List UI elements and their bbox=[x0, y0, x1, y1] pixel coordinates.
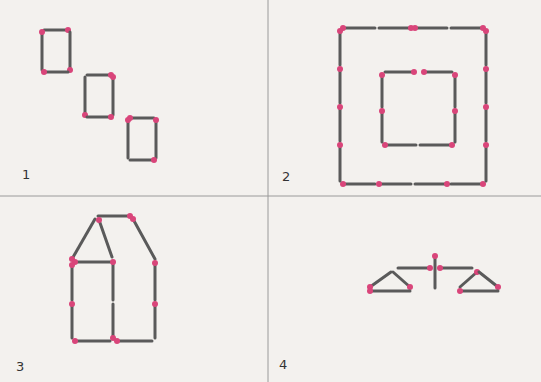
panel-number: 4 bbox=[279, 358, 287, 371]
matchstick-scales bbox=[367, 253, 501, 294]
matchstick-squares bbox=[337, 25, 489, 187]
panel-number: 3 bbox=[16, 360, 24, 373]
panel-number: 1 bbox=[22, 168, 30, 181]
matchstick-house bbox=[69, 213, 158, 344]
panel-number: 2 bbox=[282, 170, 290, 183]
panel-divider bbox=[0, 196, 541, 197]
matchstick-squares bbox=[39, 27, 159, 163]
panel-divider bbox=[268, 0, 269, 382]
